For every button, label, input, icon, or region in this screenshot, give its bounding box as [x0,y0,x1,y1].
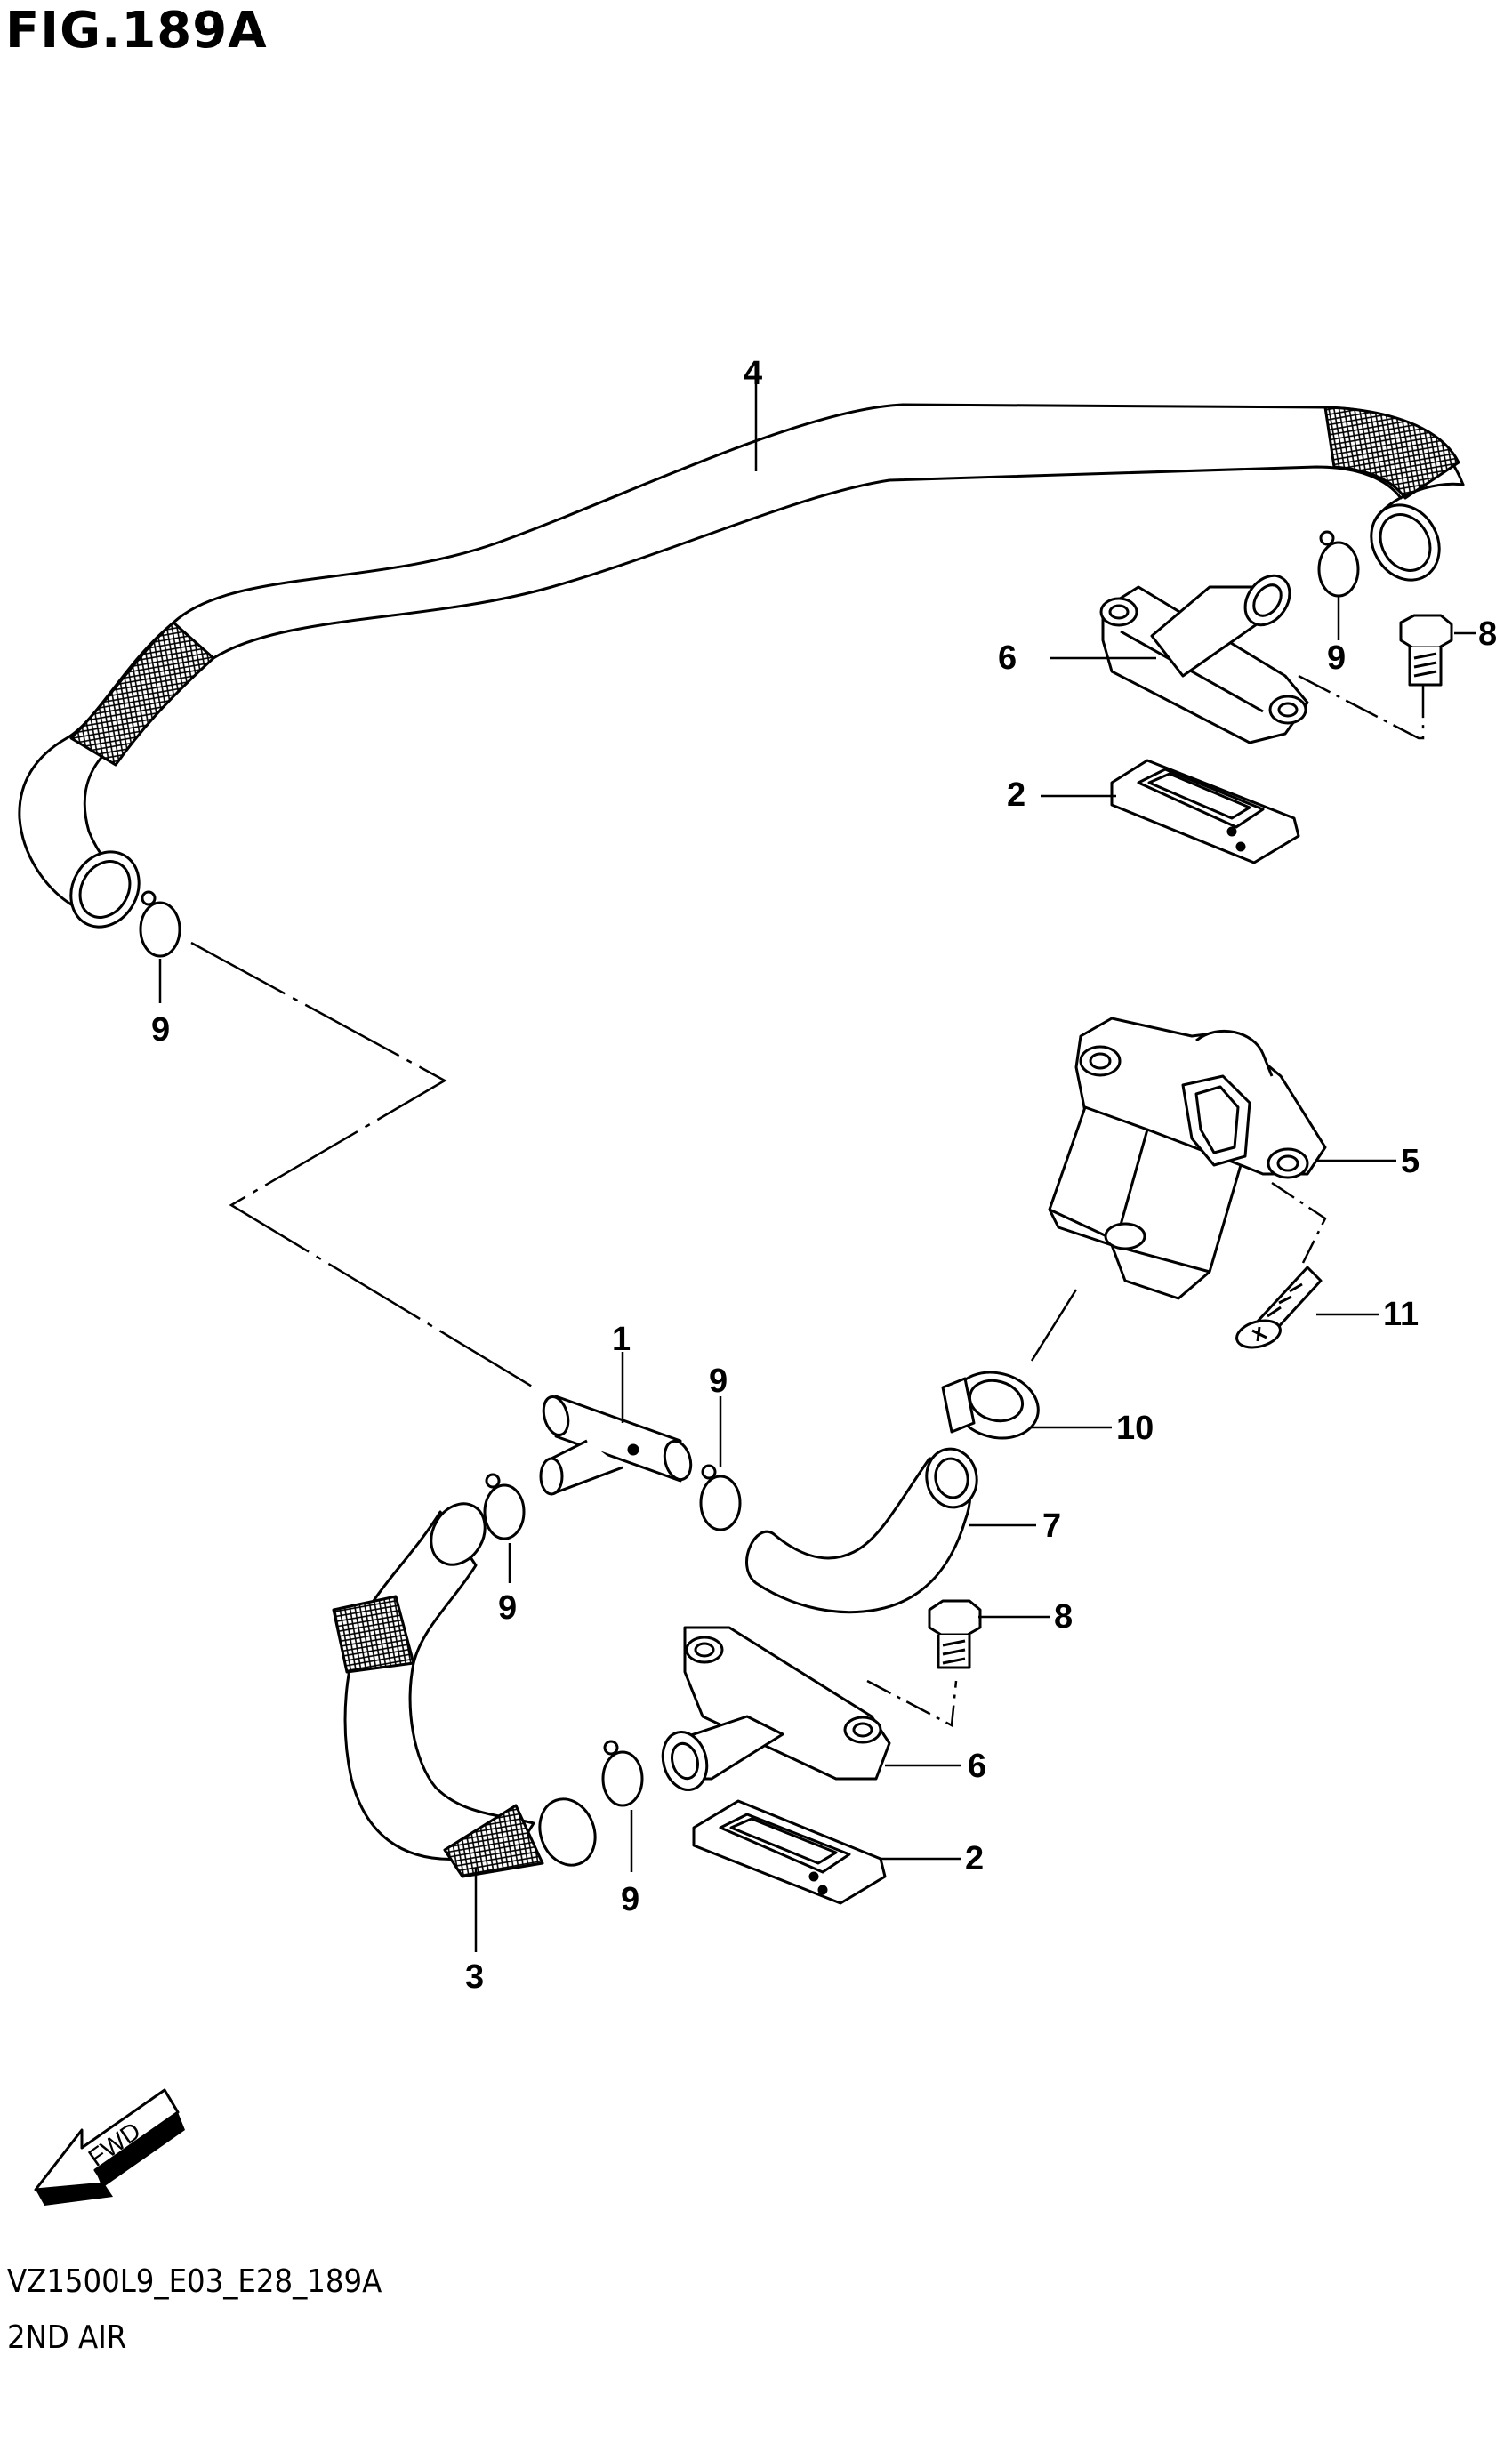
callout-2-lower: 2 [965,1840,984,1877]
valve-5 [1048,1017,1327,1300]
screw-11 [1235,1266,1323,1349]
callout-4: 4 [744,355,762,392]
fwd-arrow: FWD [34,2088,185,2206]
callouts: 4 6 9 8 2 9 5 11 1 9 10 7 9 8 6 2 9 3 [151,355,1497,1996]
hose-3 [332,1502,597,1878]
callout-8-upper: 8 [1478,615,1497,653]
gasket-2-upper [1110,759,1300,864]
callout-6-lower: 6 [968,1748,986,1785]
callout-3: 3 [465,1958,484,1996]
clamps-9 [139,530,1360,1807]
callout-9-left: 9 [151,1011,170,1049]
callout-11: 11 [1383,1296,1419,1333]
clamp-10 [941,1371,1040,1440]
connection-lines [158,382,1476,1952]
bolt-8-lower [928,1599,982,1669]
cover-6-upper [1099,574,1309,744]
bolt-8-upper [1399,614,1453,687]
callout-10: 10 [1116,1410,1154,1447]
callout-9-lower-left: 9 [498,1589,517,1627]
hose-7 [745,1447,978,1614]
callout-9-upper: 9 [1327,639,1346,677]
callout-9-mid: 9 [709,1363,728,1400]
callout-5: 5 [1401,1143,1420,1180]
figure-title: FIG.189A [5,2,268,60]
callout-6-upper: 6 [998,639,1017,677]
callout-8-lower: 8 [1054,1598,1073,1636]
callout-2-upper: 2 [1007,776,1025,814]
pipe-tee-1 [539,1395,693,1496]
figure-name: 2ND AIR [7,2319,127,2356]
hose-4 [18,403,1465,929]
gasket-2-lower [692,1799,887,1905]
callout-7: 7 [1042,1507,1061,1545]
figure-code: VZ1500L9_E03_E28_189A [7,2263,382,2300]
callout-9-bottom: 9 [621,1881,639,1918]
cover-6-lower [661,1626,891,1791]
callout-1: 1 [612,1321,631,1358]
